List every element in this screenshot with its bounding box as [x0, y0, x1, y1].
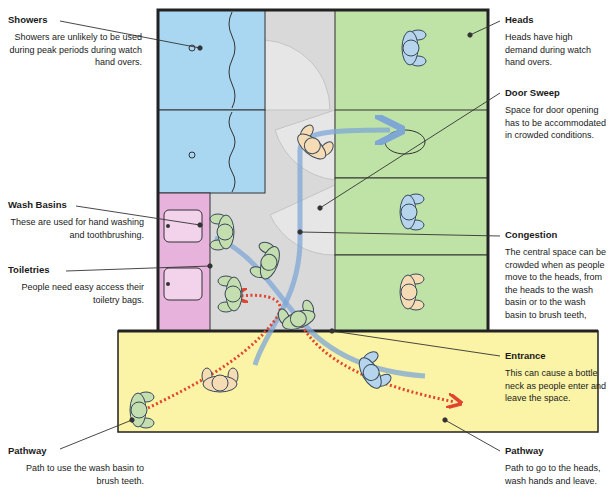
floor — [158, 10, 488, 331]
pathway-dotted — [148, 295, 280, 408]
person — [202, 368, 238, 392]
person — [276, 299, 318, 334]
callout-heading: Wash Basins — [8, 199, 67, 211]
callout-heading: Congestion — [505, 229, 557, 241]
callout-text: This can cause a bottle neck as people e… — [505, 367, 607, 405]
movement-path — [215, 238, 425, 376]
person — [400, 194, 424, 230]
toilet — [385, 130, 425, 154]
callout-heading: Pathway — [505, 445, 544, 457]
person — [210, 214, 234, 250]
wall — [158, 10, 488, 331]
door-sweep — [275, 110, 335, 180]
head-stall — [335, 255, 488, 331]
callout-text: Path to use the wash basin to brush teet… — [4, 462, 144, 487]
basin — [164, 210, 202, 242]
person — [402, 30, 426, 66]
callout-text: Heads have high demand during watch hand… — [505, 31, 607, 69]
drain — [189, 152, 195, 158]
callout-heading: Showers — [8, 14, 48, 26]
person — [218, 276, 242, 312]
shower-curtain — [229, 112, 235, 192]
callout-heading: Toiletries — [8, 264, 50, 276]
shower-curtain — [229, 12, 235, 108]
person — [249, 240, 284, 282]
head-stall — [335, 178, 488, 255]
person — [354, 349, 393, 392]
callout-heading: Pathway — [8, 445, 47, 457]
callout-text: People need easy access their toiletry b… — [4, 281, 144, 306]
door-sweep — [265, 40, 330, 110]
callout-text: Path to go to the heads, wash hands and … — [505, 462, 607, 487]
callout-text: Space for door opening has to be accommo… — [505, 104, 607, 142]
callout-text: The central space can be crowded when as… — [505, 246, 607, 321]
shower — [158, 110, 265, 193]
pathway-dotted — [300, 322, 455, 402]
callout-heading: Heads — [505, 14, 534, 26]
callout-text: Showers are unlikely to be used during p… — [4, 31, 142, 69]
person — [293, 123, 336, 165]
callout-heading: Entrance — [505, 350, 546, 362]
person — [130, 392, 154, 428]
shower — [158, 10, 265, 110]
person — [400, 274, 424, 310]
head-stall — [335, 10, 488, 178]
callout-heading: Door Sweep — [505, 87, 560, 99]
basin — [164, 268, 202, 300]
wash-basin-area — [158, 193, 210, 331]
callout-text: These are used for hand washing and toot… — [4, 216, 144, 241]
